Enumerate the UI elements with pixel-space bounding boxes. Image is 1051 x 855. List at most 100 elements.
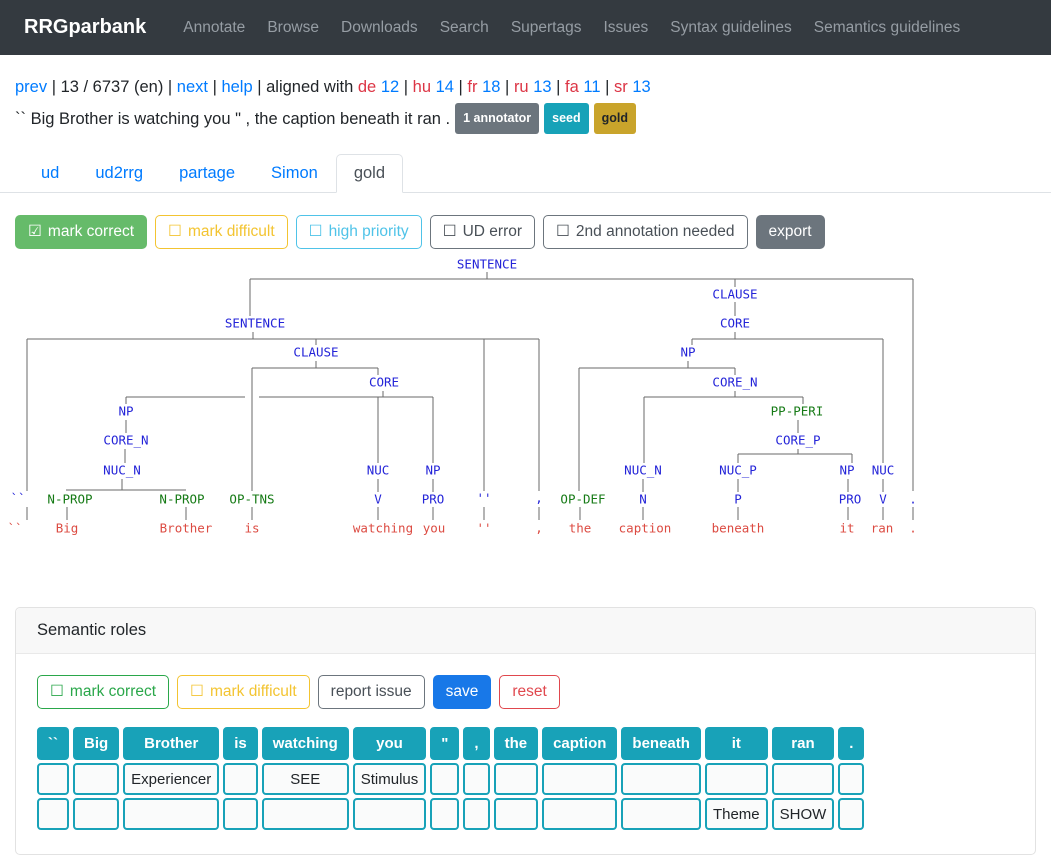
tree-node-label: P <box>734 492 742 507</box>
sentence-text: `` Big Brother is watching you " , the c… <box>15 110 451 128</box>
button-label: mark difficult <box>187 223 275 240</box>
ud-error-button[interactable]: ☐UD error <box>429 215 536 249</box>
aligned-lang-fr: fr <box>467 78 478 96</box>
aligned-count-fa[interactable]: 11 <box>583 78 601 96</box>
tab-partage[interactable]: partage <box>179 164 236 182</box>
checkbox-icon: ☐ <box>50 683 64 700</box>
semantic-role-cell[interactable] <box>838 798 865 830</box>
tab-ud2rrg[interactable]: ud2rrg <box>95 164 144 182</box>
semantic-role-cell[interactable] <box>430 763 460 795</box>
mark-difficult-button[interactable]: ☐mark difficult <box>155 215 288 249</box>
semantic-role-cell[interactable]: Theme <box>704 798 768 830</box>
export-button[interactable]: export <box>755 215 825 249</box>
semantic-role-cell[interactable] <box>223 798 258 830</box>
token-header-cell: . <box>838 727 865 760</box>
nav-link-semantics-guidelines[interactable]: Semantics guidelines <box>813 18 961 36</box>
annotation-tabs: ud ud2rrg partage Simon gold <box>0 154 1051 193</box>
aligned-lang-hu: hu <box>412 78 431 96</box>
semantic-role-cell[interactable] <box>493 763 539 795</box>
aligned-count-sr[interactable]: 13 <box>632 78 651 96</box>
sr-mark-correct-button[interactable]: ☐mark correct <box>37 675 170 709</box>
sr-reset-button[interactable]: reset <box>499 675 560 709</box>
semantic-role-cell[interactable] <box>37 798 69 830</box>
semantic-role-cell[interactable] <box>493 798 539 830</box>
sr-mark-difficult-button[interactable]: ☐mark difficult <box>177 675 310 709</box>
semantic-role-cell[interactable] <box>463 763 490 795</box>
semantic-role-cell[interactable] <box>463 798 490 830</box>
semantic-role-cell[interactable]: SEE <box>261 763 349 795</box>
semantic-role-cell[interactable] <box>261 798 349 830</box>
tree-node-label: NUC <box>872 463 895 478</box>
semantic-role-cell[interactable]: SHOW <box>771 798 835 830</box>
tab-ud[interactable]: ud <box>41 164 60 182</box>
semantic-role-cell[interactable] <box>223 763 258 795</box>
tree-node-label: PP-PERI <box>771 404 824 419</box>
nav-link-supertags[interactable]: Supertags <box>510 18 582 36</box>
annotation-toolbar: ☑mark correct☐mark difficult☐high priori… <box>15 215 1036 249</box>
semantic-role-cell[interactable] <box>73 763 120 795</box>
nav-link-downloads[interactable]: Downloads <box>341 18 418 36</box>
tree-node-label: NUC_N <box>624 463 662 478</box>
semantic-role-cell[interactable] <box>123 798 220 830</box>
semantic-role-cell[interactable]: Stimulus <box>352 763 427 795</box>
semantic-role-cell[interactable] <box>542 763 618 795</box>
nav-link-syntax-guidelines[interactable]: Syntax guidelines <box>670 18 792 36</box>
sr-report-issue-button[interactable]: report issue <box>317 675 425 709</box>
pager-bar: prev | 13 / 6737 (en) | next | help | al… <box>15 78 651 96</box>
tree-node-label: CORE_P <box>775 433 820 448</box>
app-brand[interactable]: RRGparbank <box>24 16 147 38</box>
next-link[interactable]: next <box>176 78 208 96</box>
semantic-role-cell[interactable] <box>352 798 427 830</box>
semantic-role-cell[interactable]: Experiencer <box>123 763 220 795</box>
tab-gold[interactable]: gold <box>335 154 404 193</box>
nav-link-browse[interactable]: Browse <box>267 18 319 36</box>
semantic-role-cell[interactable] <box>430 798 460 830</box>
semantic-role-cell[interactable] <box>704 763 768 795</box>
tree-node-label: CORE <box>369 375 399 390</box>
sr-save-button[interactable]: save <box>432 675 492 709</box>
nav-link-search[interactable]: Search <box>439 18 489 36</box>
token-header-cell: caption <box>542 727 618 760</box>
nav-link-issues[interactable]: Issues <box>603 18 649 36</box>
tree-node-label: NUC <box>367 463 390 478</box>
mark-correct-button[interactable]: ☑mark correct <box>15 215 148 249</box>
2nd-annotation-needed-button[interactable]: ☐2nd annotation needed <box>543 215 748 249</box>
prev-link[interactable]: prev <box>15 78 48 96</box>
token-header-cell: watching <box>261 727 349 760</box>
help-link[interactable]: help <box>221 78 253 96</box>
button-label: UD error <box>462 223 523 240</box>
tree-token: , <box>535 521 543 536</box>
tree-node-label: OP-DEF <box>560 492 605 507</box>
nav-links: Annotate Browse Downloads Search Supertags Is… <box>172 19 971 37</box>
aligned-count-hu[interactable]: 14 <box>435 78 454 96</box>
token-header-cell: is <box>223 727 258 760</box>
semantic-role-cell[interactable] <box>621 798 701 830</box>
aligned-count-ru[interactable]: 13 <box>533 78 552 96</box>
semantic-role-cell[interactable] <box>37 763 69 795</box>
high-priority-button[interactable]: ☐high priority <box>295 215 422 249</box>
badge-seed: seed <box>544 103 589 134</box>
tree-node-label: OP-TNS <box>229 492 274 507</box>
token-header-cell: , <box>463 727 490 760</box>
semantic-role-cell[interactable] <box>771 763 835 795</box>
tree-node-label: . <box>909 492 917 507</box>
button-label: save <box>445 683 479 700</box>
aligned-count-fr[interactable]: 18 <box>482 78 501 96</box>
nav-link-annotate[interactable]: Annotate <box>183 18 246 36</box>
semantic-role-cell[interactable] <box>73 798 120 830</box>
semantic-role-cell[interactable] <box>621 763 701 795</box>
tab-simon[interactable]: Simon <box>271 164 318 182</box>
semantic-role-cell[interactable] <box>838 763 865 795</box>
aligned-count-de[interactable]: 12 <box>380 78 400 96</box>
tree-token: '' <box>476 521 491 536</box>
tree-node-label: PRO <box>422 492 445 507</box>
aligned-lang-fa: fa <box>565 78 579 96</box>
card-header: Semantic roles <box>16 608 1035 654</box>
tree-node-label: N <box>639 492 647 507</box>
tree-node-label: CLAUSE <box>293 345 338 360</box>
card-title: Semantic roles <box>37 621 147 639</box>
semantic-role-cell[interactable] <box>542 798 618 830</box>
